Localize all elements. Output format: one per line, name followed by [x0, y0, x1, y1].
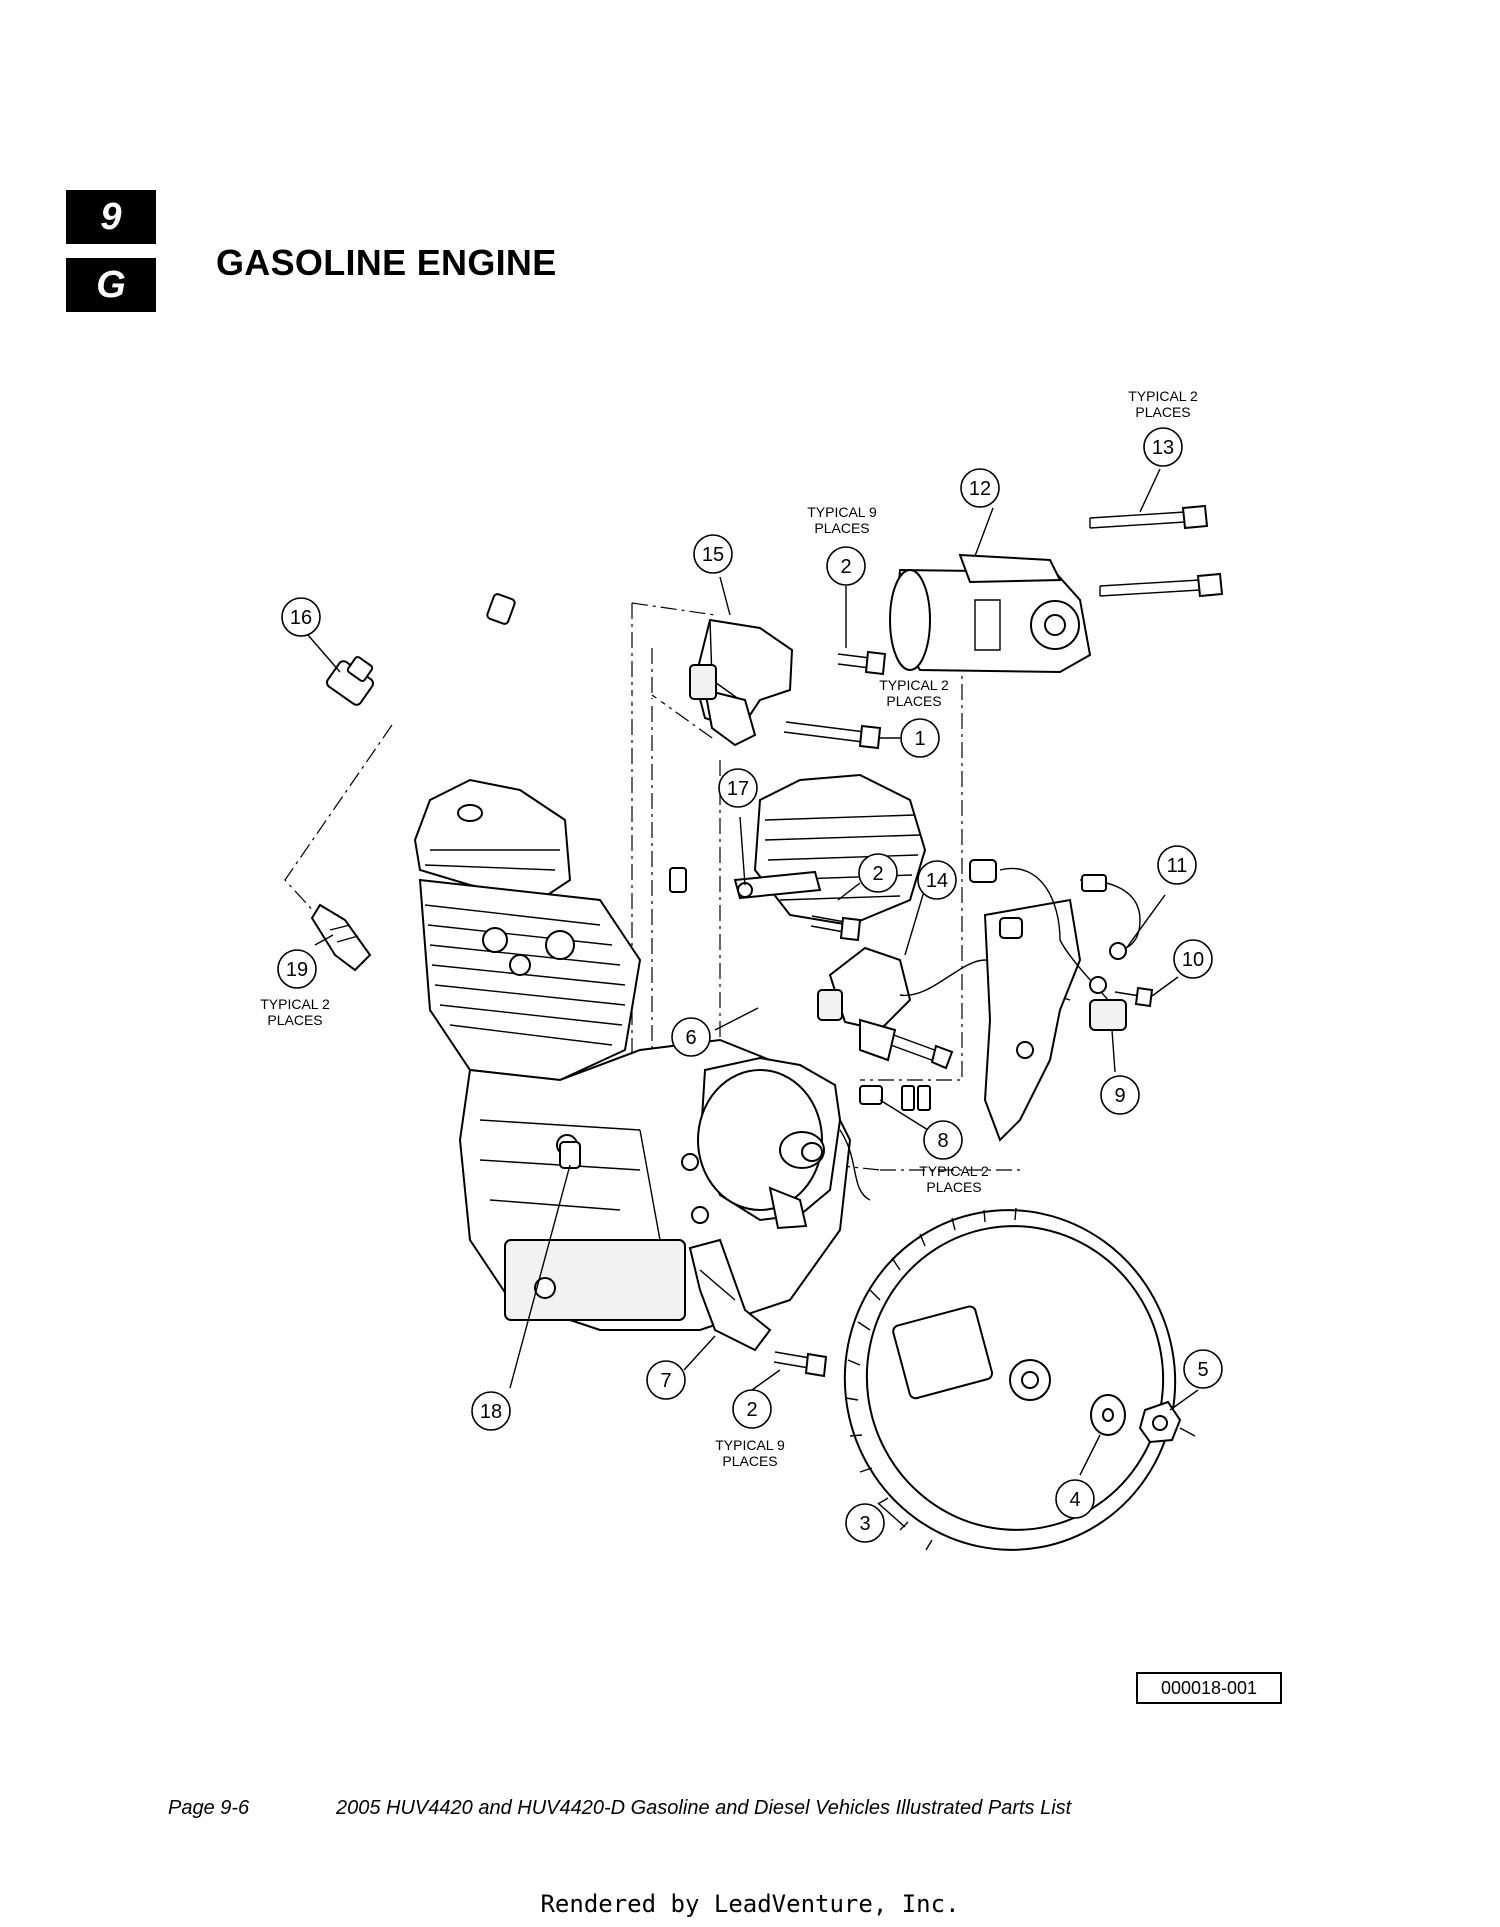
svg-text:5: 5: [1197, 1359, 1208, 1381]
footer-document-title: 2005 HUV4420 and HUV4420-D Gasoline and …: [336, 1797, 1072, 1819]
callout-1: 1: [900, 718, 940, 758]
note-typical-9-bottom: TYPICAL 9 PLACES: [715, 1437, 785, 1469]
svg-text:PLACES: PLACES: [886, 693, 941, 709]
svg-text:TYPICAL 9: TYPICAL 9: [715, 1437, 785, 1453]
regulator-bracket: [859, 859, 1141, 1142]
svg-text:6: 6: [685, 1027, 696, 1049]
small-parts: [310, 867, 772, 1352]
svg-text:14: 14: [926, 870, 948, 892]
svg-text:TYPICAL 9: TYPICAL 9: [807, 504, 877, 520]
svg-text:17: 17: [727, 778, 749, 800]
callout-9: 9: [1100, 1075, 1140, 1115]
callout-6: 6: [671, 1017, 711, 1057]
callout-8: 8: [923, 1120, 963, 1160]
svg-text:19: 19: [286, 959, 308, 981]
note-typical-9-top: TYPICAL 9 PLACES: [807, 504, 877, 536]
callout-7: 7: [646, 1360, 686, 1400]
svg-text:12: 12: [969, 478, 991, 500]
svg-text:TYPICAL 2: TYPICAL 2: [879, 677, 949, 693]
svg-text:16: 16: [290, 607, 312, 629]
callout-10: 10: [1173, 939, 1213, 979]
svg-text:TYPICAL 2: TYPICAL 2: [260, 996, 330, 1012]
callout-17: 17: [718, 768, 758, 808]
note-typical-2-connector: TYPICAL 2 PLACES: [919, 1163, 989, 1195]
svg-text:TYPICAL 2: TYPICAL 2: [919, 1163, 989, 1179]
svg-text:2: 2: [840, 556, 851, 578]
callout-2-bottom: 2: [732, 1389, 772, 1429]
drawing-number-box: 000018-001: [1136, 1672, 1282, 1704]
render-credit: Rendered by LeadVenture, Inc.: [540, 1890, 960, 1918]
note-typical-2-plug: TYPICAL 2 PLACES: [260, 996, 330, 1028]
callout-11: 11: [1157, 845, 1197, 885]
callout-16: 16: [281, 597, 321, 637]
svg-text:PLACES: PLACES: [267, 1012, 322, 1028]
svg-text:TYPICAL 2: TYPICAL 2: [1128, 388, 1198, 404]
flywheel-parts: [843, 1207, 1196, 1551]
note-typical-2-starter: TYPICAL 2 PLACES: [1128, 388, 1198, 420]
svg-text:2: 2: [746, 1399, 757, 1421]
stator-assembly: [697, 1056, 871, 1230]
leader-lines: [307, 468, 1199, 1528]
callout-15: 15: [693, 534, 733, 574]
svg-text:10: 10: [1182, 949, 1204, 971]
svg-text:15: 15: [702, 544, 724, 566]
callout-12: 12: [960, 468, 1000, 508]
svg-text:1: 1: [914, 728, 925, 750]
callout-14: 14: [917, 860, 957, 900]
ignition-module-right: [817, 946, 1071, 1062]
starter-motor: [889, 553, 1092, 674]
callout-2-top: 2: [826, 546, 866, 586]
svg-text:3: 3: [859, 1513, 870, 1535]
svg-text:7: 7: [660, 1370, 671, 1392]
svg-text:13: 13: [1152, 437, 1174, 459]
footer-page-number: Page 9-6: [168, 1797, 250, 1819]
section-number-tab: 9: [66, 190, 156, 244]
callout-5: 5: [1183, 1349, 1223, 1389]
svg-text:PLACES: PLACES: [722, 1453, 777, 1469]
callout-13: 13: [1143, 427, 1183, 467]
svg-text:PLACES: PLACES: [926, 1179, 981, 1195]
svg-text:18: 18: [480, 1401, 502, 1423]
bolts: [733, 504, 1224, 1378]
callout-2-middle: 2: [858, 853, 898, 893]
callout-18: 18: [471, 1391, 511, 1431]
callout-19: 19: [277, 949, 317, 989]
svg-text:9: 9: [1114, 1085, 1125, 1107]
svg-text:11: 11: [1167, 855, 1188, 877]
svg-text:4: 4: [1069, 1489, 1080, 1511]
svg-text:PLACES: PLACES: [814, 520, 869, 536]
callout-3: 3: [845, 1503, 885, 1543]
note-typical-2-coil: TYPICAL 2 PLACES: [879, 677, 949, 709]
svg-text:8: 8: [937, 1130, 948, 1152]
page-title: GASOLINE ENGINE: [216, 242, 557, 283]
callout-4: 4: [1055, 1479, 1095, 1519]
engine-block: [413, 773, 927, 1331]
svg-text:2: 2: [872, 863, 883, 885]
section-letter-tab: G: [66, 258, 156, 312]
ignition-coil: [689, 618, 794, 747]
svg-text:PLACES: PLACES: [1135, 404, 1190, 420]
ignition-cable: [325, 585, 692, 706]
